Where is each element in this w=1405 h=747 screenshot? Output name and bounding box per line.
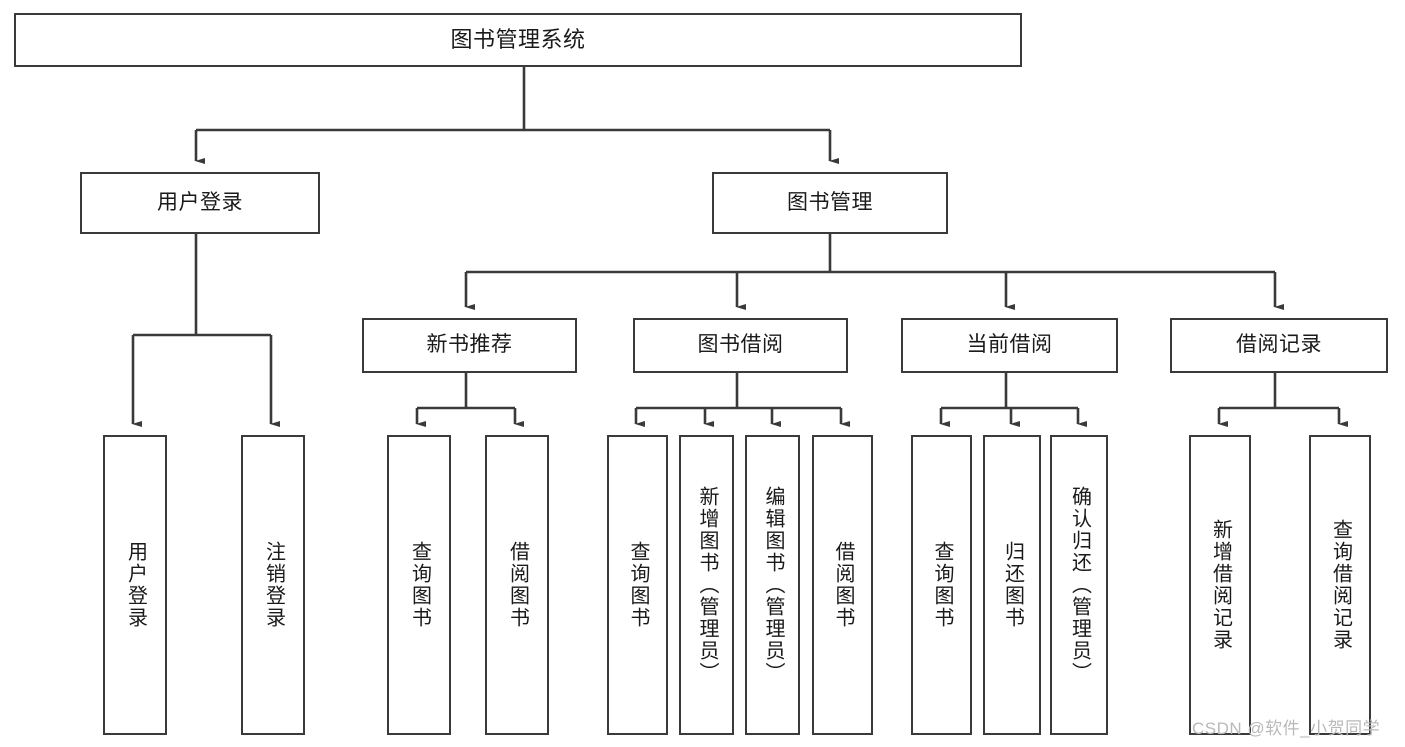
node-label: 查询图书 — [931, 541, 953, 629]
node-label: 图书管理系统 — [450, 27, 586, 53]
node-label: 新增借阅记录 — [1209, 519, 1232, 651]
node-label: 用户登录 — [157, 190, 243, 214]
node-label: 编辑图书（管理员） — [762, 486, 784, 684]
level2-node-0[interactable]: 用户登录 — [80, 172, 320, 234]
root-node[interactable]: 图书管理系统 — [14, 13, 1022, 67]
leaf-node-2[interactable]: 查询图书 — [387, 435, 451, 735]
level3-node-2[interactable]: 当前借阅 — [901, 318, 1118, 373]
node-label: 借阅图书 — [832, 541, 854, 629]
node-label: 查询图书 — [627, 541, 649, 629]
leaf-node-10[interactable]: 确认归还（管理员） — [1050, 435, 1108, 735]
leaf-node-5[interactable]: 新增图书（管理员） — [679, 435, 734, 735]
leaf-node-12[interactable]: 查询借阅记录 — [1309, 435, 1371, 735]
node-label: 图书借阅 — [697, 333, 784, 357]
node-label: 当前借阅 — [966, 333, 1053, 357]
node-label: 查询借阅记录 — [1329, 519, 1352, 651]
leaf-node-1[interactable]: 注销登录 — [241, 435, 305, 735]
level3-node-3[interactable]: 借阅记录 — [1170, 318, 1388, 373]
node-label: 归还图书 — [1001, 541, 1024, 629]
leaf-node-9[interactable]: 归还图书 — [983, 435, 1041, 735]
leaf-node-0[interactable]: 用户登录 — [103, 435, 167, 735]
node-label: 用户登录 — [124, 541, 147, 629]
watermark-text: CSDN @软件_小贺同学 — [1192, 719, 1381, 738]
node-label: 新书推荐 — [426, 333, 513, 357]
level3-node-1[interactable]: 图书借阅 — [633, 318, 848, 373]
node-label: 查询图书 — [408, 541, 431, 629]
leaf-node-6[interactable]: 编辑图书（管理员） — [745, 435, 800, 735]
leaf-node-3[interactable]: 借阅图书 — [485, 435, 549, 735]
node-label: 注销登录 — [262, 541, 285, 629]
leaf-node-11[interactable]: 新增借阅记录 — [1189, 435, 1251, 735]
level2-node-1[interactable]: 图书管理 — [712, 172, 948, 234]
leaf-node-4[interactable]: 查询图书 — [607, 435, 668, 735]
node-label: 新增图书（管理员） — [696, 486, 718, 684]
node-label: 借阅记录 — [1236, 333, 1322, 357]
leaf-node-8[interactable]: 查询图书 — [911, 435, 972, 735]
node-label: 图书管理 — [787, 190, 873, 214]
level3-node-0[interactable]: 新书推荐 — [362, 318, 577, 373]
node-label: 确认归还（管理员） — [1068, 486, 1091, 684]
leaf-node-7[interactable]: 借阅图书 — [812, 435, 873, 735]
node-label: 借阅图书 — [506, 541, 529, 629]
